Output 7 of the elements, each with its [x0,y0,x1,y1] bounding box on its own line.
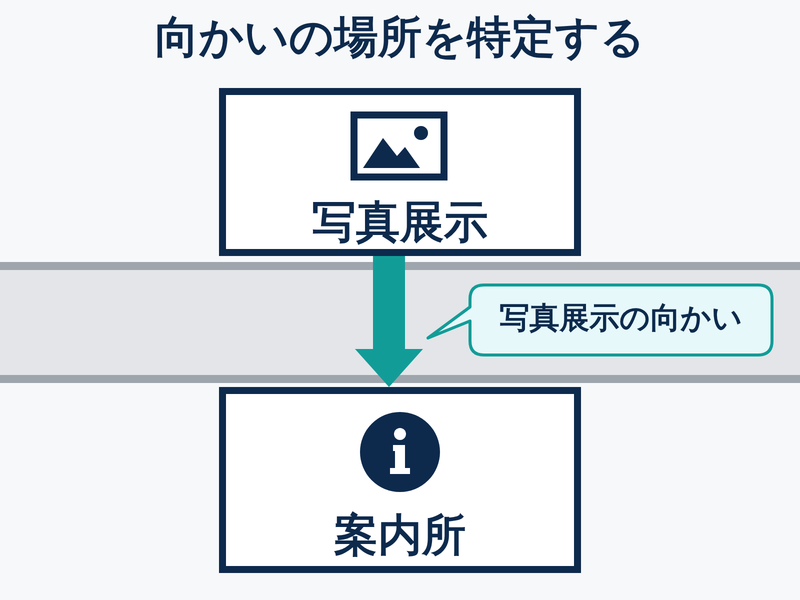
title: 向かいの場所を特定する [154,11,646,65]
box-label: 写真展示 [311,196,489,250]
box-label: 案内所 [333,509,467,563]
arrow [355,256,423,387]
location-box [219,387,581,573]
bubble-label: 写真展示の向かい [498,300,744,338]
location-box [219,88,581,256]
